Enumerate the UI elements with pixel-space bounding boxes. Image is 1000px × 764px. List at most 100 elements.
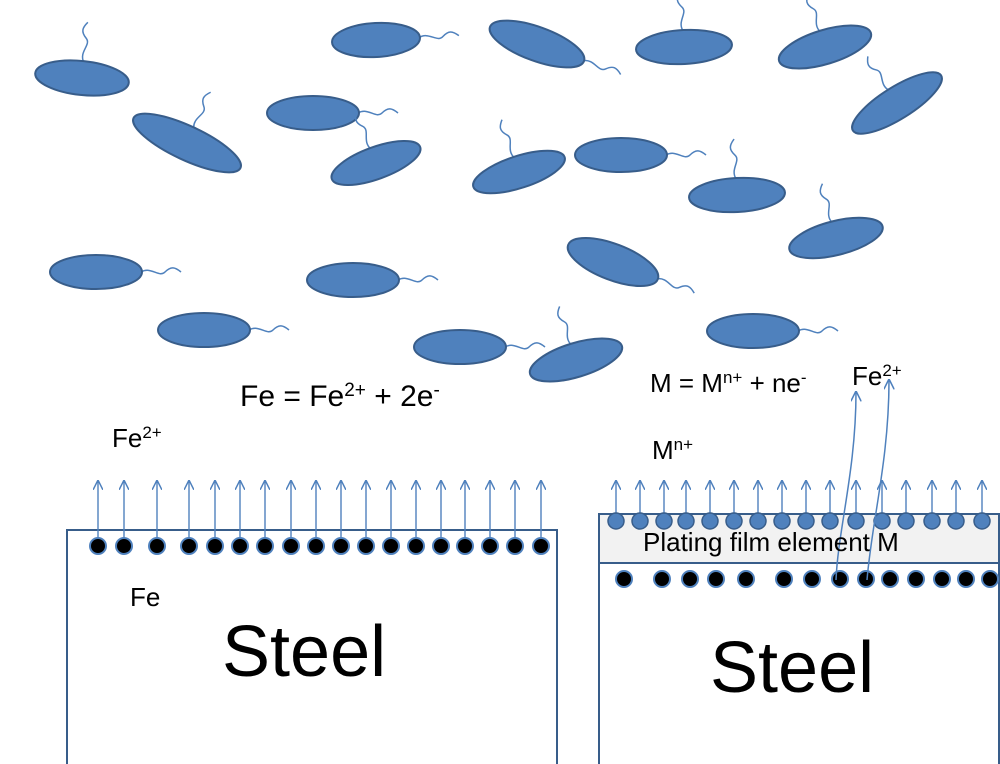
bacterium-body (331, 21, 421, 59)
flagellum (499, 119, 515, 159)
bacterium-body (635, 28, 733, 66)
iron-atom-icon (907, 570, 925, 588)
film-atom-icon (655, 512, 673, 530)
bacterium-body (688, 176, 786, 214)
bacterium-body (777, 24, 873, 70)
bacterium-icon (49, 254, 182, 290)
film-atom-icon (847, 512, 865, 530)
bacterium-body (472, 149, 566, 195)
iron-atom-icon (456, 537, 474, 555)
film-atom-icon (773, 512, 791, 530)
bacterium-icon (851, 56, 943, 135)
bacterium-icon (132, 91, 242, 174)
iron-atom-icon (481, 537, 499, 555)
flagellum (81, 21, 89, 63)
fe-escape-arrow-2 (866, 380, 889, 581)
flagellum (656, 278, 695, 294)
bacteria-group (34, 0, 943, 383)
right-steel-block (598, 562, 1000, 764)
bacterium-body (851, 71, 943, 135)
right-ion-arrows (616, 481, 982, 515)
film-atom-icon (749, 512, 767, 530)
bacterium-body (566, 236, 660, 288)
bacterium-icon (488, 19, 622, 75)
film-atom-icon (897, 512, 915, 530)
flagellum (866, 56, 890, 91)
film-atom-icon (821, 512, 839, 530)
flagellum (354, 111, 372, 150)
left-ion-arrows (98, 481, 541, 540)
film-atom-icon (923, 512, 941, 530)
film-atom-icon (701, 512, 719, 530)
iron-atom-icon (307, 537, 325, 555)
bacterium-icon (788, 183, 884, 260)
bacterium-icon (157, 312, 290, 348)
bacterium-icon (635, 0, 733, 66)
iron-atom-icon (707, 570, 725, 588)
bacterium-icon (566, 236, 695, 294)
flagellum (676, 0, 685, 32)
iron-atom-icon (231, 537, 249, 555)
bacterium-body (413, 329, 507, 365)
iron-atom-icon (615, 570, 633, 588)
flagellum (797, 326, 839, 334)
iron-atom-icon (148, 537, 166, 555)
iron-atom-icon (256, 537, 274, 555)
film-atom-icon (973, 512, 991, 530)
bacterium-icon (330, 111, 422, 187)
flagellum (819, 183, 833, 224)
bacterium-icon (777, 0, 873, 70)
left-iron-atoms (89, 537, 550, 555)
iron-atom-icon (681, 570, 699, 588)
bacterium-body (488, 19, 586, 69)
film-atom-icon (947, 512, 965, 530)
right-equation: M = Mn+ + ne- (650, 368, 807, 399)
film-atom-icon (797, 512, 815, 530)
flagellum (665, 150, 707, 158)
film-atom-icon (677, 512, 695, 530)
left-fe-label: Fe (130, 582, 160, 612)
flagellum (557, 306, 572, 346)
iron-atom-icon (506, 537, 524, 555)
bacterium-icon (574, 137, 707, 173)
right-panel: Plating film element M M = Mn+ + ne- Fe2… (598, 361, 1000, 764)
flagellum (806, 0, 821, 33)
bacterium-icon (706, 313, 839, 349)
iron-atom-icon (957, 570, 975, 588)
left-equation: Fe = Fe2+ + 2e- (240, 380, 440, 414)
flagellum (418, 31, 460, 40)
left-steel-block (66, 529, 558, 764)
bacterium-body (528, 337, 624, 383)
bacterium-icon (528, 306, 624, 383)
right-fe-ion-label: Fe2+ (852, 361, 902, 392)
flagellum (504, 342, 546, 350)
iron-atom-icon (803, 570, 821, 588)
fe-escape-arrow-1 (835, 392, 856, 581)
left-panel: Fe = Fe2+ + 2e- Fe2+ Fe Steel (66, 380, 558, 764)
film-atom-icon (631, 512, 649, 530)
bacterium-body (266, 95, 360, 131)
bacterium-icon (331, 21, 460, 59)
left-fe-ion-label: Fe2+ (112, 423, 162, 454)
bacterium-icon (266, 95, 399, 131)
bacterium-body (788, 216, 884, 260)
iron-atom-icon (737, 570, 755, 588)
bacterium-icon (688, 138, 786, 214)
iron-atom-icon (881, 570, 899, 588)
right-iron-atoms (615, 570, 999, 588)
flagellum (397, 275, 439, 283)
iron-atom-icon (332, 537, 350, 555)
iron-atom-icon (357, 537, 375, 555)
iron-atom-icon (89, 537, 107, 555)
flagellum (729, 138, 738, 180)
bacterium-body (306, 262, 400, 298)
iron-atom-icon (407, 537, 425, 555)
iron-atom-icon (831, 570, 849, 588)
bacterium-icon (472, 119, 566, 195)
iron-atom-icon (933, 570, 951, 588)
bacterium-icon (306, 262, 439, 298)
bacterium-body (157, 312, 251, 348)
flagellum (193, 91, 211, 129)
bacterium-body (330, 139, 422, 187)
